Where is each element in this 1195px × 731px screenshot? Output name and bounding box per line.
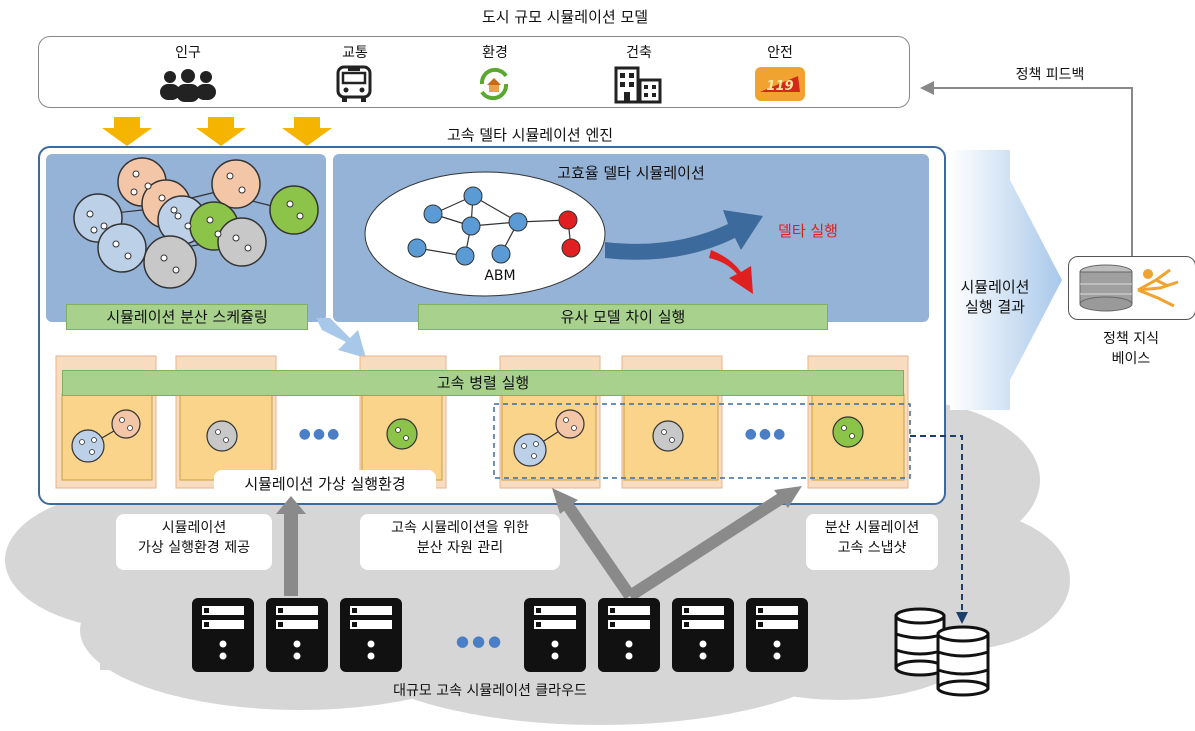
delta-run-label: 델타 실행 (778, 222, 838, 240)
server-icon (746, 598, 808, 672)
resource-management-label: 고속 시뮬레이션을 위한 분산 자원 관리 (360, 514, 560, 570)
server-icon (524, 598, 586, 672)
virtual-env-label: 시뮬레이션 가상 실행환경 (214, 470, 436, 498)
server-icon (672, 598, 734, 672)
category-label-safety: 안전 (767, 45, 793, 61)
provide-env-label: 시뮬레이션 가상 실행환경 제공 (116, 514, 272, 570)
category-label-population: 인구 (175, 45, 201, 61)
snapshot-line1: 분산 시뮬레이션 (824, 520, 920, 536)
provide-env-line2: 가상 실행환경 제공 (138, 540, 250, 556)
category-label-environment: 환경 (482, 45, 508, 61)
category-label-building: 건축 (626, 45, 652, 61)
storage-database-icon (894, 607, 990, 697)
resource-management-line2: 분산 자원 관리 (416, 540, 504, 556)
scheduling-label: 시뮬레이션 분산 스케쥴링 (66, 304, 308, 330)
safety-119-icon: 119 (755, 67, 805, 101)
people-icon (160, 69, 216, 102)
parallel-execution-bar: 고속 병렬 실행 (62, 370, 904, 396)
cluster-graph (73, 157, 319, 289)
knowledge-base-line1: 정책 지식 (1103, 331, 1159, 347)
diagram-title: 도시 규모 시뮬레이션 모델 (481, 8, 649, 26)
abm-label: ABM (484, 268, 516, 284)
server-icon (192, 598, 254, 672)
resource-management-line1: 고속 시뮬레이션을 위한 (391, 520, 529, 536)
container-ellipsis-left: ●●● (298, 426, 342, 442)
svg-text:119: 119 (766, 79, 793, 94)
similar-model-label: 유사 모델 차이 실행 (418, 304, 828, 330)
server-icon (598, 598, 660, 672)
knowledge-base-icon (1079, 264, 1179, 312)
engine-title: 고속 델타 시뮬레이션 엔진 (446, 126, 614, 144)
abm-graph (364, 171, 763, 297)
provide-env-line1: 시뮬레이션 (161, 520, 227, 536)
cloud-label: 대규모 고속 시뮬레이션 클라우드 (393, 683, 587, 699)
server-ellipsis: ●●● (455, 632, 505, 650)
environment-icon (479, 67, 509, 101)
server-icon (266, 598, 328, 672)
server-icon (340, 598, 402, 672)
bus-icon (336, 65, 372, 102)
knowledge-base-line2: 베이스 (1111, 351, 1151, 367)
result-label-line2: 실행 결과 (965, 298, 1025, 316)
feedback-label: 정책 피드백 (1015, 67, 1085, 83)
delta-title: 고효율 델타 시뮬레이션 (557, 164, 705, 182)
container-ellipsis-right: ●●● (744, 426, 788, 442)
snapshot-label: 분산 시뮬레이션 고속 스냅샷 (806, 514, 938, 570)
building-icon (614, 66, 662, 104)
category-label-traffic: 교통 (342, 45, 368, 61)
result-label-line1: 시뮬레이션 (960, 278, 1030, 296)
snapshot-line2: 고속 스냅샷 (837, 540, 907, 556)
